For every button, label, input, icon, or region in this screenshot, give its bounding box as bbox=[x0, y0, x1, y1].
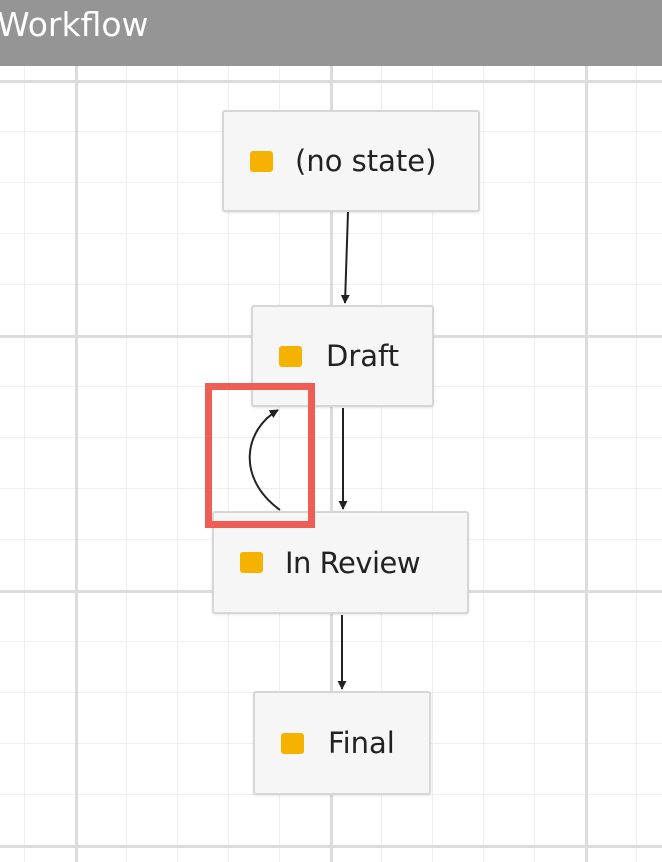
state-marker-icon bbox=[240, 552, 263, 573]
window-title-bar: Workflow bbox=[0, 0, 662, 67]
transition-inreview-to-draft[interactable] bbox=[248, 409, 281, 511]
state-marker-icon bbox=[250, 150, 273, 172]
state-marker-icon bbox=[281, 732, 304, 754]
state-label: Draft bbox=[326, 339, 400, 373]
state-label: (no state) bbox=[295, 144, 437, 178]
state-node-in-review[interactable]: In Review bbox=[212, 511, 469, 614]
state-label: In Review bbox=[285, 545, 421, 580]
state-node-final[interactable]: Final bbox=[253, 691, 431, 795]
state-label: Final bbox=[328, 726, 395, 760]
window-title: Workflow bbox=[0, 5, 149, 44]
state-marker-icon bbox=[279, 345, 302, 367]
state-node-draft[interactable]: Draft bbox=[251, 305, 434, 407]
transition-nostate-to-draft[interactable] bbox=[340, 211, 350, 304]
state-node-no-state[interactable]: (no state) bbox=[222, 110, 480, 212]
